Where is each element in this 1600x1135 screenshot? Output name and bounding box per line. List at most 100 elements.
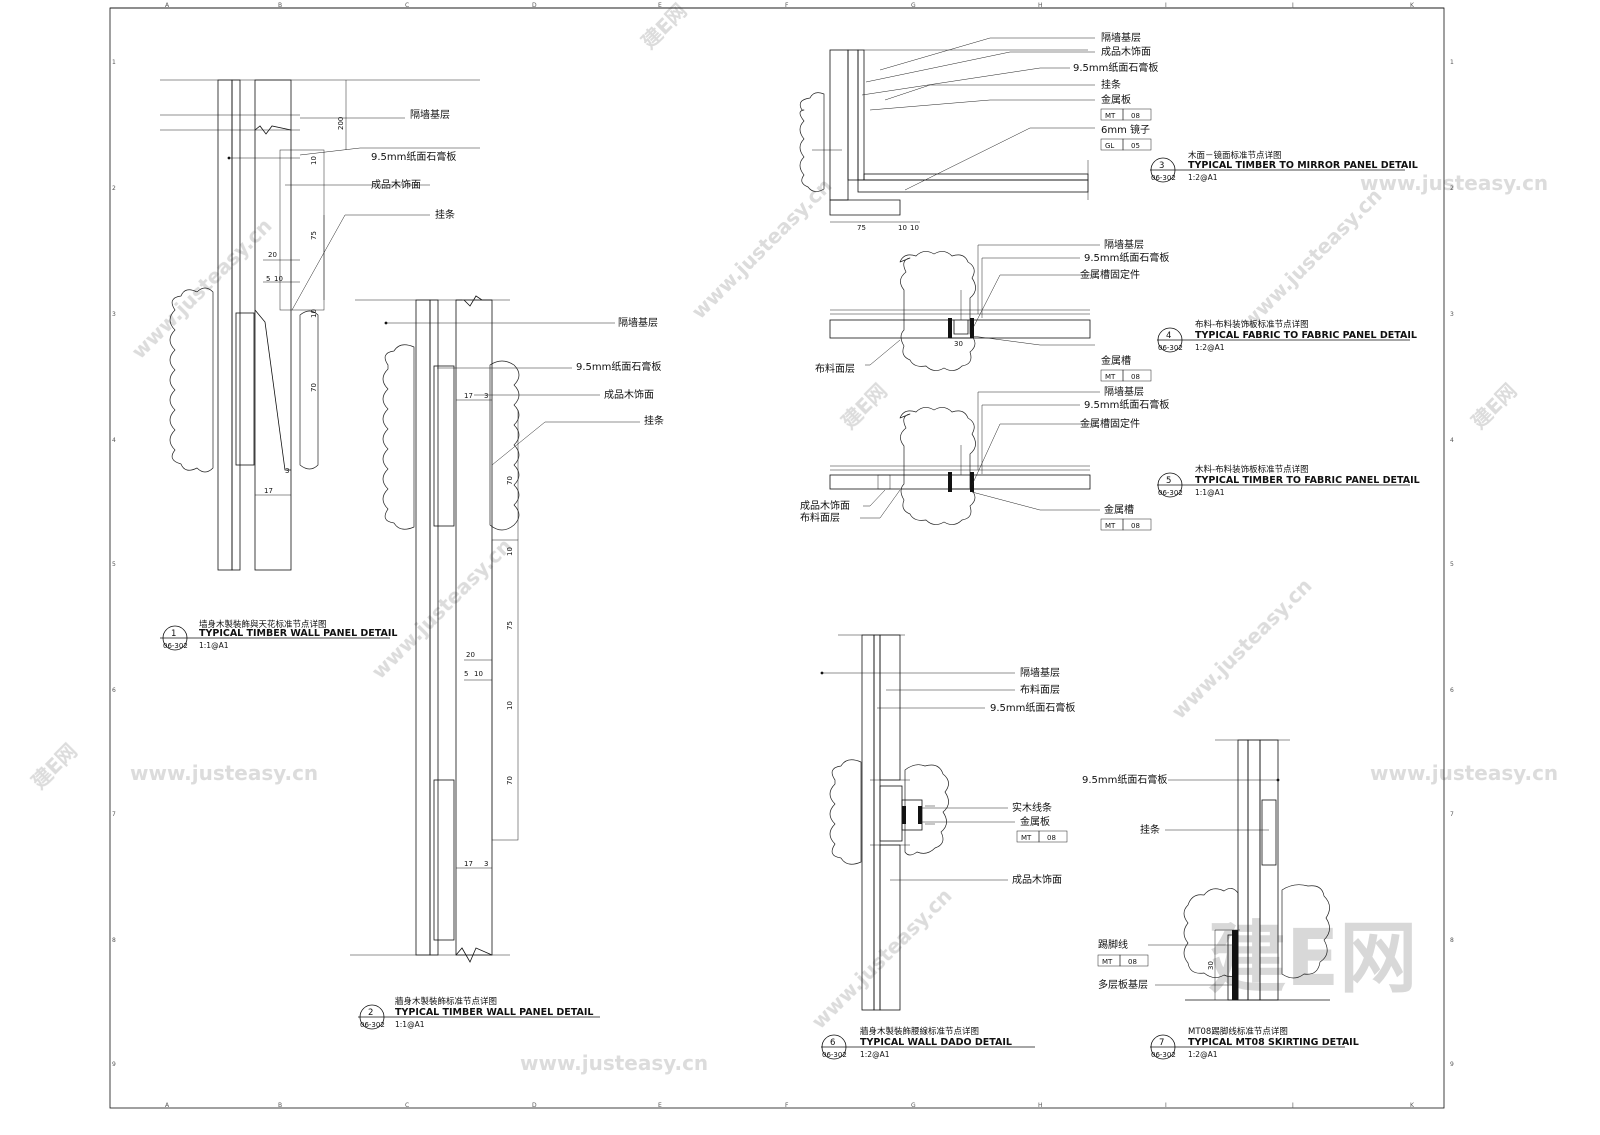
material-tag-no: 08 bbox=[1128, 958, 1137, 966]
grid-col: D bbox=[532, 1102, 537, 1109]
callout-label: 金属槽固定件 bbox=[1080, 268, 1140, 281]
dimension: 5 bbox=[464, 670, 468, 678]
dimension: 30 bbox=[954, 340, 963, 348]
material-tag: MT bbox=[1105, 522, 1116, 530]
grid-row: 7 bbox=[1450, 811, 1454, 818]
detail-scale: 1:2@A1 bbox=[860, 1050, 890, 1059]
grid-row: 3 bbox=[112, 311, 116, 318]
watermark-logo: 建E网 bbox=[1208, 914, 1417, 1004]
callout-label: 成品木饰面 bbox=[800, 499, 850, 512]
watermark-text: www.justeasy.cn bbox=[520, 1051, 708, 1075]
watermark-brand: 建E网 bbox=[1467, 379, 1522, 434]
hanging-strip bbox=[1261, 799, 1277, 866]
callout-label: 隔墙基层 bbox=[618, 316, 658, 329]
gypsum-layer bbox=[863, 173, 1089, 181]
detail-4: 30 隔墙基层 9.5mm纸面石膏板 金属槽固定件 金属槽 MT 08 布料面层… bbox=[815, 238, 1417, 382]
callout-label: 金属槽 bbox=[1104, 503, 1134, 516]
callout-label: 隔墙基层 bbox=[1101, 31, 1141, 44]
dimension: 10 bbox=[274, 275, 283, 283]
grid-row: 8 bbox=[1450, 937, 1454, 944]
detail-7: 30 9.5mm纸面石膏板 挂条 踢脚线 MT 08 多层板基层 7 06-30… bbox=[1082, 739, 1359, 1060]
detail-title-cn: 墙身木製裝飾與天花标准节点详图 bbox=[199, 619, 327, 630]
detail-scale: 1:2@A1 bbox=[1188, 173, 1218, 182]
solid-wood-trim bbox=[879, 785, 903, 842]
material-tag-no: 08 bbox=[1047, 834, 1056, 842]
hanging-strip bbox=[829, 49, 849, 201]
detail-title-cn: 布料-布料装饰板标准节点详图 bbox=[1195, 319, 1309, 330]
dimension: 10 bbox=[506, 547, 514, 556]
grid-col: G bbox=[911, 2, 916, 9]
watermark-text: www.justeasy.cn bbox=[367, 534, 517, 684]
callout-label: 成品木饰面 bbox=[1012, 873, 1062, 886]
material-tag-no: 08 bbox=[1131, 373, 1140, 381]
detail-1: 200 10 75 20 5 10 10 70 17 3 隔墙基层 9.5mm纸… bbox=[160, 79, 480, 651]
grid-col: A bbox=[165, 2, 170, 9]
detail-scale: 1:2@A1 bbox=[1195, 343, 1225, 352]
break-cloud bbox=[1281, 884, 1330, 979]
dimension: 17 bbox=[264, 487, 273, 495]
material-tag: MT bbox=[1102, 958, 1113, 966]
detail-title-en: TYPICAL FABRIC TO FABRIC PANEL DETAIL bbox=[1195, 330, 1417, 341]
callout-label: 金属板 bbox=[1020, 815, 1050, 828]
dimension: 30 bbox=[1207, 961, 1215, 970]
break-cloud bbox=[899, 251, 976, 371]
material-tag-no: 08 bbox=[1131, 522, 1140, 530]
grid-row: 6 bbox=[1450, 687, 1454, 694]
callout-label: 布料面层 bbox=[815, 362, 855, 375]
sheet-ref: 06-302 bbox=[1151, 1051, 1176, 1059]
break-cloud bbox=[299, 310, 319, 470]
callout-label: 多层板基层 bbox=[1098, 978, 1148, 991]
partition-layer bbox=[857, 179, 1089, 193]
material-tag: MT bbox=[1105, 112, 1116, 120]
grid-col: C bbox=[405, 1102, 409, 1109]
callout-label: 隔墙基层 bbox=[1104, 238, 1144, 251]
dimension: 75 bbox=[506, 621, 514, 630]
grid-row: 3 bbox=[1450, 311, 1454, 318]
sheet-ref: 06-302 bbox=[822, 1051, 847, 1059]
callout-label: 成品木饰面 bbox=[1101, 45, 1151, 58]
grid-col: B bbox=[278, 2, 282, 9]
grid-col: I bbox=[1165, 1102, 1167, 1109]
detail-title-cn: 牆身木製裝飾腰線标准节点详图 bbox=[860, 1026, 979, 1037]
dimension: 75 bbox=[857, 224, 866, 232]
detail-number: 7 bbox=[1159, 1038, 1164, 1048]
grid-col: F bbox=[785, 2, 789, 9]
grid-col: A bbox=[165, 1102, 170, 1109]
dimension: 20 bbox=[268, 251, 277, 259]
grid-row: 6 bbox=[112, 687, 116, 694]
watermark-brand: 建E网 bbox=[837, 379, 892, 434]
callout-label: 踢脚线 bbox=[1098, 938, 1128, 951]
callout-label: 挂条 bbox=[644, 414, 664, 427]
material-tag: GL bbox=[1105, 142, 1114, 150]
dimension: 3 bbox=[285, 467, 289, 475]
material-tag-no: 05 bbox=[1131, 142, 1140, 150]
watermark-text: www.justeasy.cn bbox=[130, 761, 318, 785]
break-cloud bbox=[382, 344, 415, 530]
dimension: 70 bbox=[506, 476, 514, 485]
watermark-text: www.justeasy.cn bbox=[1370, 761, 1558, 785]
sheet-ref: 06-302 bbox=[1151, 174, 1176, 182]
grid-row: 4 bbox=[112, 437, 116, 444]
grid-col: D bbox=[532, 2, 537, 9]
watermark-text: www.justeasy.cn bbox=[1237, 184, 1387, 334]
detail-number: 6 bbox=[830, 1038, 835, 1048]
break-cloud bbox=[904, 764, 949, 856]
dimension: 17 bbox=[464, 392, 473, 400]
detail-scale: 1:2@A1 bbox=[1188, 1050, 1218, 1059]
partition-layer bbox=[847, 49, 859, 181]
detail-2: 17 3 70 10 75 20 5 10 10 70 17 3 隔墙基层 9.… bbox=[350, 295, 664, 1030]
detail-6: 隔墙基层 布料面层 9.5mm纸面石膏板 实木线条 金属板 MT 08 成品木饰… bbox=[820, 634, 1075, 1060]
fabric-panel bbox=[829, 474, 1091, 490]
dimension: 10 bbox=[898, 224, 907, 232]
detail-number: 3 bbox=[1159, 161, 1164, 171]
hanging-strip bbox=[235, 312, 255, 466]
fabric-panel bbox=[879, 634, 901, 781]
break-cloud bbox=[799, 92, 825, 192]
dimension: 10 bbox=[474, 670, 483, 678]
dimension: 70 bbox=[506, 776, 514, 785]
detail-title-cn: MT08踢脚线标准节点详图 bbox=[1188, 1026, 1288, 1037]
sheet-ref: 06-302 bbox=[360, 1021, 385, 1029]
callout-label: 挂条 bbox=[1140, 823, 1160, 836]
watermark-text: www.justeasy.cn bbox=[687, 174, 837, 324]
material-tag: MT bbox=[1105, 373, 1116, 381]
